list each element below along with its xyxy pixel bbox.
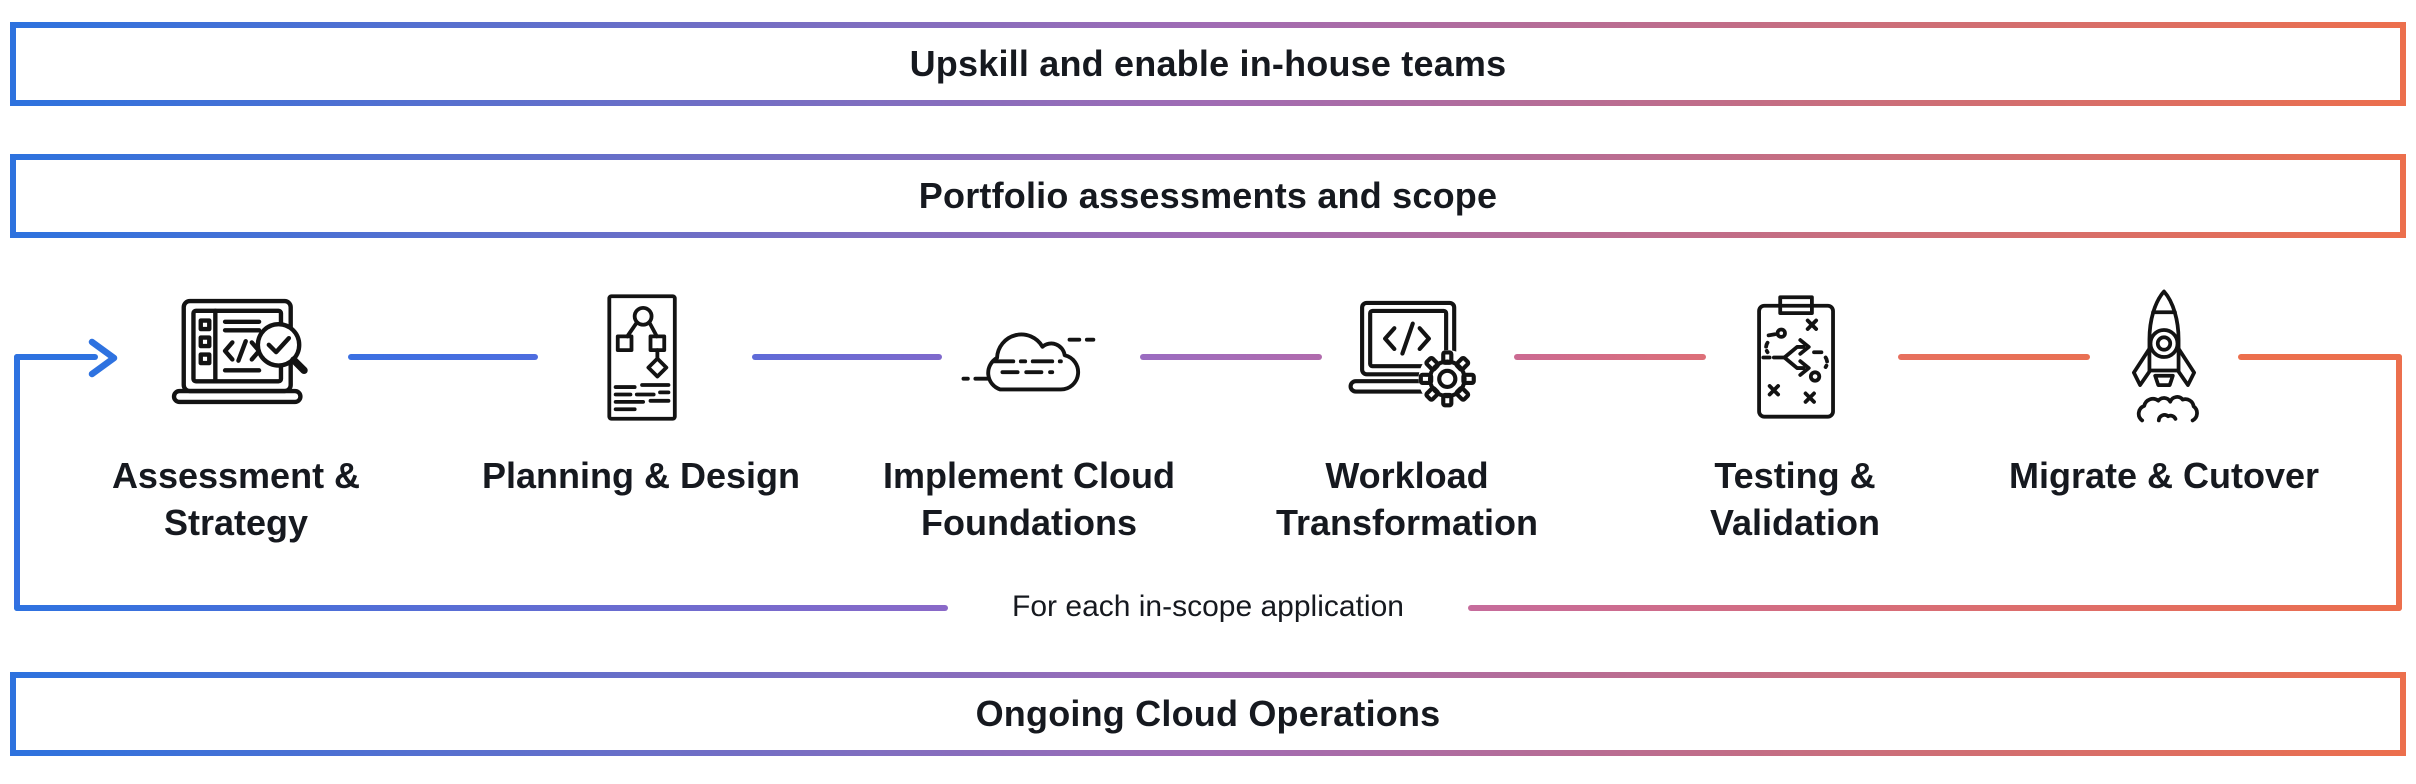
cloud-icon <box>961 332 1095 392</box>
banner-portfolio: Portfolio assessments and scope <box>10 154 2406 238</box>
connector-foundations-workload <box>1140 354 1322 360</box>
banner-ongoing-operations: Ongoing Cloud Operations <box>10 672 2406 756</box>
document-flowchart-icon <box>607 293 677 421</box>
loop-line-bottom-right <box>1468 605 2402 611</box>
connector-assessment-planning <box>348 354 538 360</box>
step-assessment-strategy: Assessment & Strategy <box>56 288 416 546</box>
step-workload-transformation: Workload Transformation <box>1227 288 1587 546</box>
step-testing-validation: Testing & Validation <box>1615 288 1975 546</box>
step-implement-cloud-foundations: Implement Cloud Foundations <box>849 288 1209 546</box>
banner-ongoing-operations-label: Ongoing Cloud Operations <box>975 693 1441 734</box>
step-label-workload-transformation: Workload Transformation <box>1275 455 1539 543</box>
connector-migrate-loop <box>2238 354 2402 360</box>
loop-line-left <box>14 354 20 611</box>
connector-planning-foundations <box>752 354 942 360</box>
step-label-implement-cloud-foundations: Implement Cloud Foundations <box>882 455 1175 543</box>
connector-workload-testing <box>1514 354 1706 360</box>
rocket-launch-icon <box>2131 289 2199 423</box>
loop-arrow-stem <box>14 354 98 360</box>
loop-line-bottom-left <box>14 605 948 611</box>
loop-label: For each in-scope application <box>958 590 1458 624</box>
banner-upskill: Upskill and enable in-house teams <box>10 22 2406 106</box>
laptop-code-gear-icon <box>1348 300 1477 408</box>
laptop-code-magnifier-icon <box>171 298 308 405</box>
banner-upskill-label: Upskill and enable in-house teams <box>909 43 1507 84</box>
clipboard-strategy-icon <box>1757 294 1835 419</box>
connector-testing-migrate <box>1898 354 2090 360</box>
step-label-testing-validation: Testing & Validation <box>1709 455 1881 543</box>
loop-arrowhead-icon <box>88 338 118 378</box>
step-planning-design: Planning & Design <box>461 288 821 499</box>
step-label-migrate-cutover: Migrate & Cutover <box>2008 455 2320 496</box>
loop-line-right <box>2396 354 2402 611</box>
step-migrate-cutover: Migrate & Cutover <box>1984 288 2344 499</box>
step-label-assessment-strategy: Assessment & Strategy <box>111 455 361 543</box>
step-label-planning-design: Planning & Design <box>481 455 801 496</box>
banner-portfolio-label: Portfolio assessments and scope <box>918 175 1498 216</box>
